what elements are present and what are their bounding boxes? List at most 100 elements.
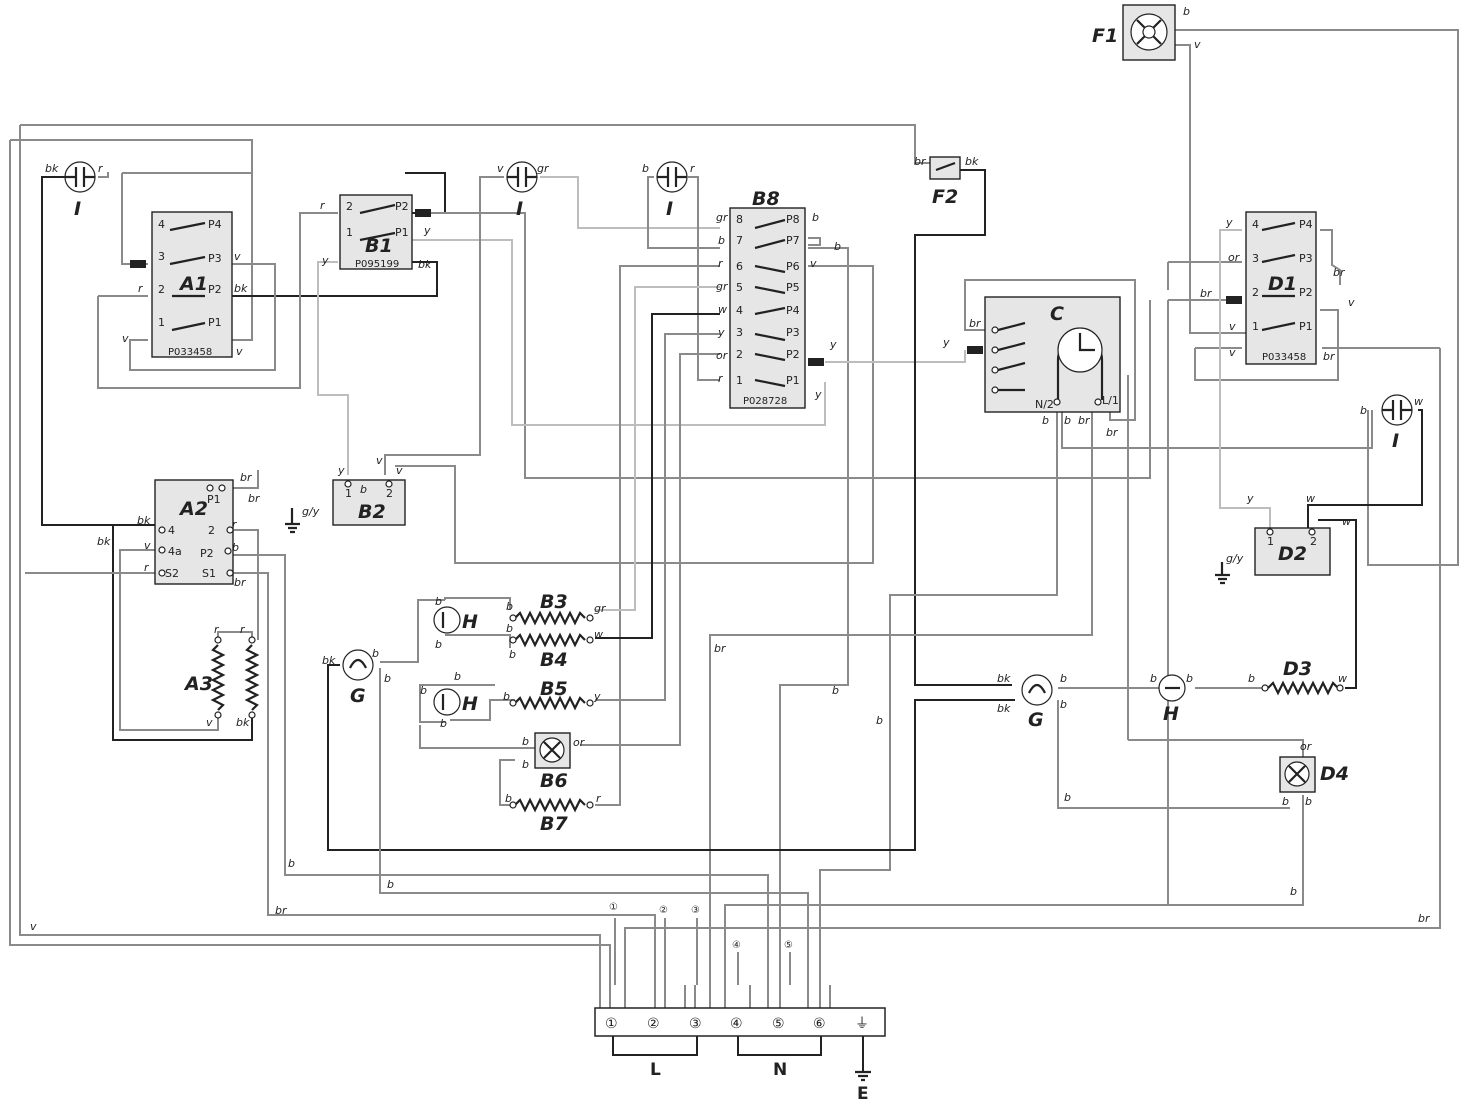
group-label-n: N: [773, 1060, 787, 1080]
component-d1-box: [1245, 211, 1317, 365]
wire-label: b: [387, 878, 394, 891]
wire-label: b: [1290, 885, 1297, 898]
pin-label: 8: [736, 213, 743, 226]
pin-label: P5: [786, 281, 800, 294]
pin-label: 3: [736, 326, 743, 339]
label-b7: B7: [540, 813, 568, 835]
part-number-d1: P033458: [1262, 352, 1306, 363]
heating-element-icon: [210, 610, 1339, 813]
wire-label: g/y: [302, 505, 320, 518]
wire-label: bk: [322, 654, 336, 667]
pin-label: P3: [786, 326, 800, 339]
component-b2-box: [332, 479, 406, 526]
pin-label: P8: [786, 213, 800, 226]
capacitor-icon: [64, 161, 1413, 426]
wire-label: b: [505, 792, 512, 805]
connection-points: [158, 326, 1344, 809]
wire-label: bk: [137, 514, 151, 527]
switch-contacts: [169, 161, 1296, 392]
wire-label: b: [440, 717, 447, 730]
wire-label: v: [810, 257, 817, 270]
pin-label: 1: [346, 226, 353, 239]
label-d2: D2: [1278, 543, 1307, 565]
pin-label: 4: [168, 524, 175, 537]
wire-label: b: [718, 234, 725, 247]
connector-plug: [1226, 296, 1242, 304]
terminal-tag: ⑤: [784, 940, 793, 951]
wire-label: gr: [537, 162, 550, 175]
wire-label: y: [1246, 492, 1254, 505]
wire-label: r: [232, 518, 238, 531]
label-d1: D1: [1268, 273, 1297, 295]
wire-label: b: [834, 240, 841, 253]
pin-label: 3: [158, 250, 165, 263]
terminal-4: ④: [730, 1016, 743, 1032]
wire-label: br: [234, 576, 247, 589]
wire-label: b: [832, 684, 839, 697]
group-label-e: E: [857, 1084, 869, 1103]
wire-label: bk: [965, 155, 979, 168]
wire-label: v: [234, 250, 241, 263]
label-a2: A2: [178, 498, 208, 520]
pin-label: 1: [736, 374, 743, 387]
pin-label: P6: [786, 260, 800, 273]
pin-labels: 4 P4 3 P3 2 P2 1 P1 2 P2 1 P1 8 P8 7 P7 …: [158, 200, 1317, 580]
component-b8-box: [729, 207, 806, 409]
terminal-tag: ①: [609, 902, 618, 913]
wire-label: w: [1342, 515, 1351, 528]
connector-plug: [967, 346, 983, 354]
wire-label: gr: [716, 211, 729, 224]
pin-label: 4a: [168, 545, 182, 558]
wire-label: v: [206, 716, 213, 729]
wire-label: y: [593, 690, 601, 703]
wire-label: br: [914, 155, 927, 168]
wire-label: bk: [234, 282, 248, 295]
wire-label: gr: [594, 602, 607, 615]
terminal-6: ⑥: [813, 1016, 826, 1032]
pin-label: P4: [1299, 218, 1313, 231]
wire-label: b: [1060, 698, 1067, 711]
wire-label: bk: [236, 716, 250, 729]
wire-label: bk: [418, 258, 432, 271]
pin-label: 2: [346, 200, 353, 213]
wire-label: b: [522, 735, 529, 748]
wire-label: b: [1042, 414, 1049, 427]
wire-label: y: [717, 326, 725, 339]
wire-label: w: [1338, 672, 1347, 685]
wire-label: v: [122, 332, 129, 345]
label-b6: B6: [540, 770, 568, 792]
pin-label: P3: [208, 252, 222, 265]
wire-label: y: [829, 338, 837, 351]
pin-label: P1: [395, 226, 409, 239]
pin-label: 6: [736, 260, 743, 273]
wire-label: y: [1225, 216, 1233, 229]
wire-label: y: [423, 224, 431, 237]
pin-label: P4: [208, 218, 222, 231]
component-a1-box: [151, 211, 233, 358]
wire-label: or: [1300, 740, 1313, 753]
pin-label: 2: [386, 487, 393, 500]
pin-label: P2: [200, 547, 214, 560]
wire-label: b: [1064, 414, 1071, 427]
label-i: I: [1392, 430, 1399, 452]
label-i: I: [74, 198, 81, 220]
pin-label: P1: [1299, 320, 1313, 333]
pin-label: L/1: [1102, 394, 1119, 407]
wire-label: r: [690, 162, 696, 175]
pin-label: 1: [1252, 320, 1259, 333]
component-d2-box: [1254, 527, 1331, 576]
wire-label: br: [714, 642, 727, 655]
wire-label: br: [240, 471, 253, 484]
wire-label: b: [232, 541, 239, 554]
wire-label: gr: [716, 280, 729, 293]
wire-label: b: [1064, 791, 1071, 804]
wire-label: b: [420, 684, 427, 697]
pin-label: S1: [202, 567, 216, 580]
wire-label: v: [1229, 346, 1236, 359]
wire-label: or: [573, 736, 586, 749]
connector-plug: [130, 260, 146, 268]
terminal-tag: ②: [659, 905, 668, 916]
label-b1: B1: [365, 235, 393, 257]
wires: [9, 29, 1459, 1072]
wire-label: br: [1078, 414, 1091, 427]
